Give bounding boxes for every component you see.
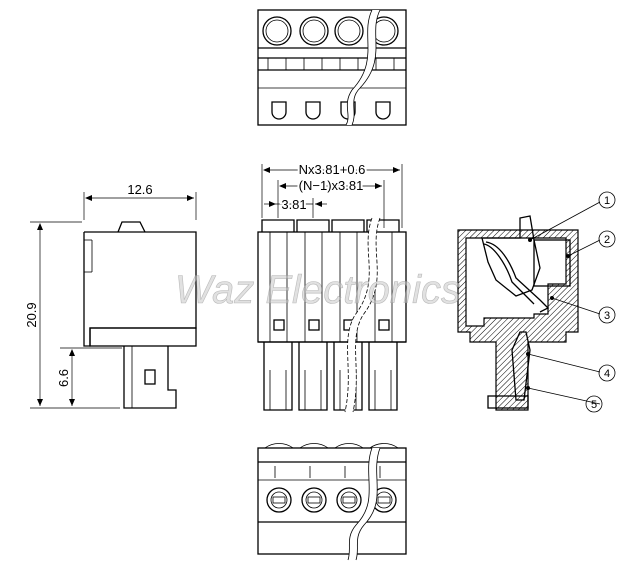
callout-5: 5 bbox=[585, 395, 603, 413]
callout-2: 2 bbox=[598, 230, 616, 248]
dim-n-minus-1-label: (N−1)x3.81 bbox=[299, 178, 364, 193]
side-view: 12.6 20.9 6.6 bbox=[24, 182, 197, 409]
svg-text:1: 1 bbox=[604, 195, 610, 207]
section-view: 1 2 3 4 5 bbox=[457, 191, 616, 413]
svg-text:2: 2 bbox=[604, 234, 610, 246]
callout-1: 1 bbox=[598, 191, 616, 209]
release-slots bbox=[267, 58, 395, 120]
callout-3: 3 bbox=[598, 306, 616, 324]
top-view bbox=[257, 9, 407, 126]
svg-text:3: 3 bbox=[604, 310, 610, 322]
front-view: Nx3.81+0.6 (N−1)x3.81 3.81 bbox=[257, 160, 407, 413]
dim-pitch-label: 3.81 bbox=[281, 197, 306, 212]
screw-heads bbox=[266, 487, 397, 513]
dim-height-label: 20.9 bbox=[24, 302, 39, 327]
dim-width-label: 12.6 bbox=[127, 182, 152, 197]
callout-4: 4 bbox=[598, 364, 616, 382]
callout-leaders bbox=[526, 201, 601, 405]
dim-overall-label: Nx3.81+0.6 bbox=[299, 162, 366, 177]
svg-text:4: 4 bbox=[604, 368, 610, 380]
bottom-view bbox=[257, 443, 407, 561]
wire-entry-holes bbox=[262, 16, 399, 46]
watermark-text: Waz Electronics bbox=[175, 268, 461, 312]
svg-text:5: 5 bbox=[591, 399, 597, 411]
contact-columns bbox=[261, 219, 400, 342]
dim-plug-height-label: 6.6 bbox=[56, 369, 71, 387]
pins bbox=[263, 342, 398, 411]
